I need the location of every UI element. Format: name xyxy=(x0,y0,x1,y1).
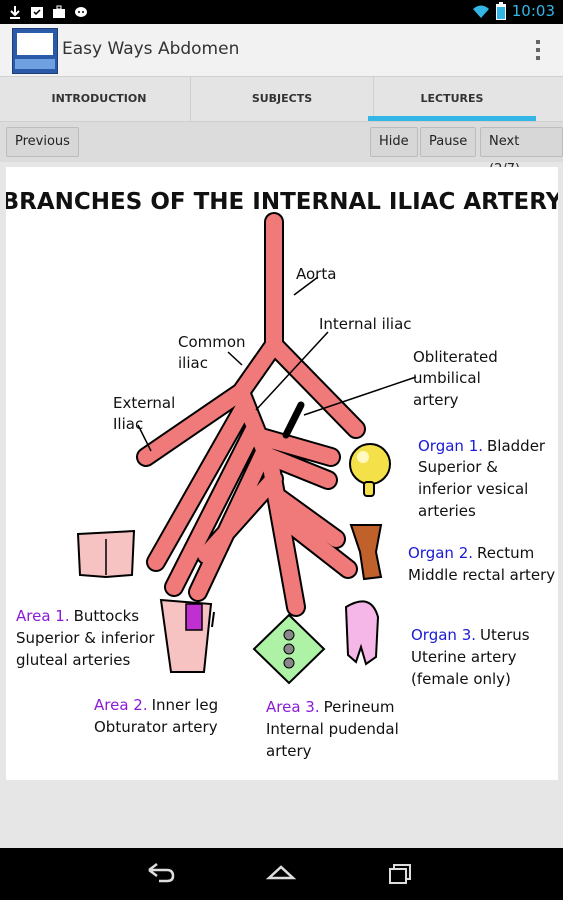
tab-lectures[interactable]: LECTURES xyxy=(368,77,536,121)
obliterated-segment xyxy=(282,401,305,439)
perineum-icon xyxy=(252,613,326,685)
uterus-icon xyxy=(344,600,380,666)
battery-icon xyxy=(495,2,506,20)
rectum-icon xyxy=(349,524,383,581)
artery-diagram: BRANCHES OF THE INTERNAL ILIAC ARTERY Ao… xyxy=(2,189,563,760)
area1-line2: Superior & inferior xyxy=(16,629,155,647)
lecture-controls: Previous Hide Pause Next (2/7) xyxy=(0,122,563,177)
lecture-slide: BRANCHES OF THE INTERNAL ILIAC ARTERY Ao… xyxy=(2,167,563,780)
label-obliterated-3: artery xyxy=(413,391,459,409)
tab-bar: INTRODUCTION SUBJECTS LECTURES xyxy=(0,77,563,122)
home-icon[interactable] xyxy=(265,860,297,884)
notification-icons xyxy=(8,4,88,19)
area1-caption: Area 1.Buttocks xyxy=(16,607,139,625)
organ1-line3: inferior vesical xyxy=(418,480,528,498)
organ3-line3: (female only) xyxy=(411,670,511,688)
organ1-line2: Superior & xyxy=(418,458,498,476)
organ2-line2: Middle rectal artery xyxy=(408,566,555,584)
clock: 10:03 xyxy=(511,2,555,20)
label-external-iliac: External xyxy=(113,394,175,412)
inner-leg-icon xyxy=(159,598,215,673)
label-internal-iliac: Internal iliac xyxy=(319,315,412,333)
area1-line3: gluteal arteries xyxy=(16,651,130,669)
android-icon xyxy=(74,4,88,18)
system-nav-bar xyxy=(0,848,563,900)
organ3-line2: Uterine artery xyxy=(411,648,517,666)
organ3-caption: Organ 3.Uterus xyxy=(411,626,530,644)
label-external-iliac-2: Iliac xyxy=(113,415,143,433)
organ2-caption: Organ 2.Rectum xyxy=(408,544,534,562)
download-icon xyxy=(8,4,22,19)
briefcase-icon xyxy=(52,4,66,18)
wifi-icon xyxy=(472,3,490,19)
pause-button[interactable]: Pause xyxy=(420,127,477,157)
area3-line3: artery xyxy=(266,742,312,760)
previous-button[interactable]: Previous xyxy=(6,127,79,157)
app-logo-icon[interactable] xyxy=(12,28,58,74)
diagram-title: BRANCHES OF THE INTERNAL ILIAC ARTERY xyxy=(6,189,558,215)
next-button[interactable]: Next (2/7) xyxy=(480,127,563,177)
content-footer xyxy=(0,780,563,848)
overflow-menu-icon[interactable] xyxy=(535,38,541,62)
bladder-icon xyxy=(349,443,391,497)
area2-line2: Obturator artery xyxy=(94,718,218,736)
label-common-iliac-2: iliac xyxy=(178,354,208,372)
status-bar: 10:03 xyxy=(0,0,563,24)
label-aorta: Aorta xyxy=(296,265,336,283)
label-obliterated-2: umbilical xyxy=(413,369,481,387)
buttocks-icon xyxy=(76,529,136,579)
app-title: Easy Ways Abdomen xyxy=(62,39,240,59)
organ1-line4: arteries xyxy=(418,502,476,520)
clipboard-icon xyxy=(30,4,44,18)
label-common-iliac: Common xyxy=(178,333,246,351)
area2-caption: Area 2.Inner leg xyxy=(94,696,218,714)
status-right: 10:03 xyxy=(472,2,555,20)
tab-subjects[interactable]: SUBJECTS xyxy=(191,77,374,121)
area3-caption: Area 3.Perineum xyxy=(266,698,395,716)
organ1-caption: Organ 1.Bladder xyxy=(418,437,546,455)
hide-button[interactable]: Hide xyxy=(370,127,418,157)
tab-introduction[interactable]: INTRODUCTION xyxy=(8,77,191,121)
action-bar: Easy Ways Abdomen xyxy=(0,24,563,77)
label-obliterated: Obliterated xyxy=(413,348,498,366)
area3-line2: Internal pudendal xyxy=(266,720,399,738)
back-icon[interactable] xyxy=(145,860,175,884)
recent-apps-icon[interactable] xyxy=(386,860,416,884)
